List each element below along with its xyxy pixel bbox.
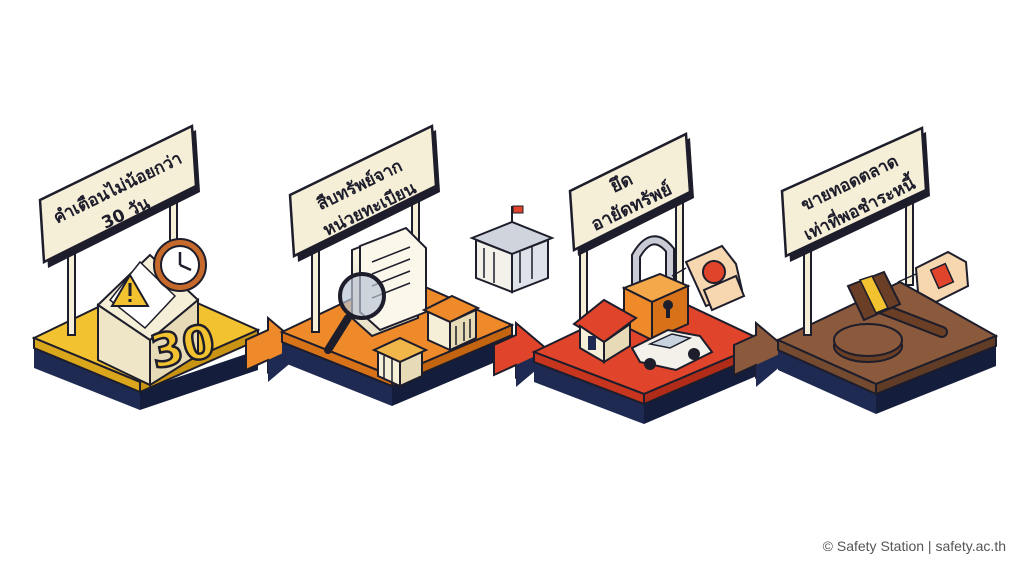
step-2-sign: สืบทรัพย์จาก หน่วยทะเบียน [288,124,440,262]
magnifier-documents-icon [324,226,427,354]
step-3-sign: ยึด อายัดทรัพย์ [568,132,694,256]
step-3: ยึด อายัดทรัพย์ [531,132,769,424]
step-1: คำเตือนไม่น้อยกว่า 30 วัน 30 [31,124,261,410]
gavel-price-tag-icon [833,250,970,363]
courthouse-icon [469,205,555,294]
price-tag-icon [897,250,970,304]
house-icon [572,298,638,364]
car-icon [630,328,714,372]
step-4: ขายทอดตลาด เท่าที่พอชำระหนี้ [775,126,999,414]
seizure-tag-icon [671,244,746,312]
copyright-credit: © Safety Station | safety.ac.th [822,538,1006,554]
government-building-icon [421,294,481,352]
step-2: สืบทรัพย์จาก หน่วยทะเบียน [279,124,515,406]
bank-building-icon [371,336,429,388]
padlock-house-car-icon [572,235,746,372]
warning-envelope-clock-icon: 30 [96,238,221,387]
